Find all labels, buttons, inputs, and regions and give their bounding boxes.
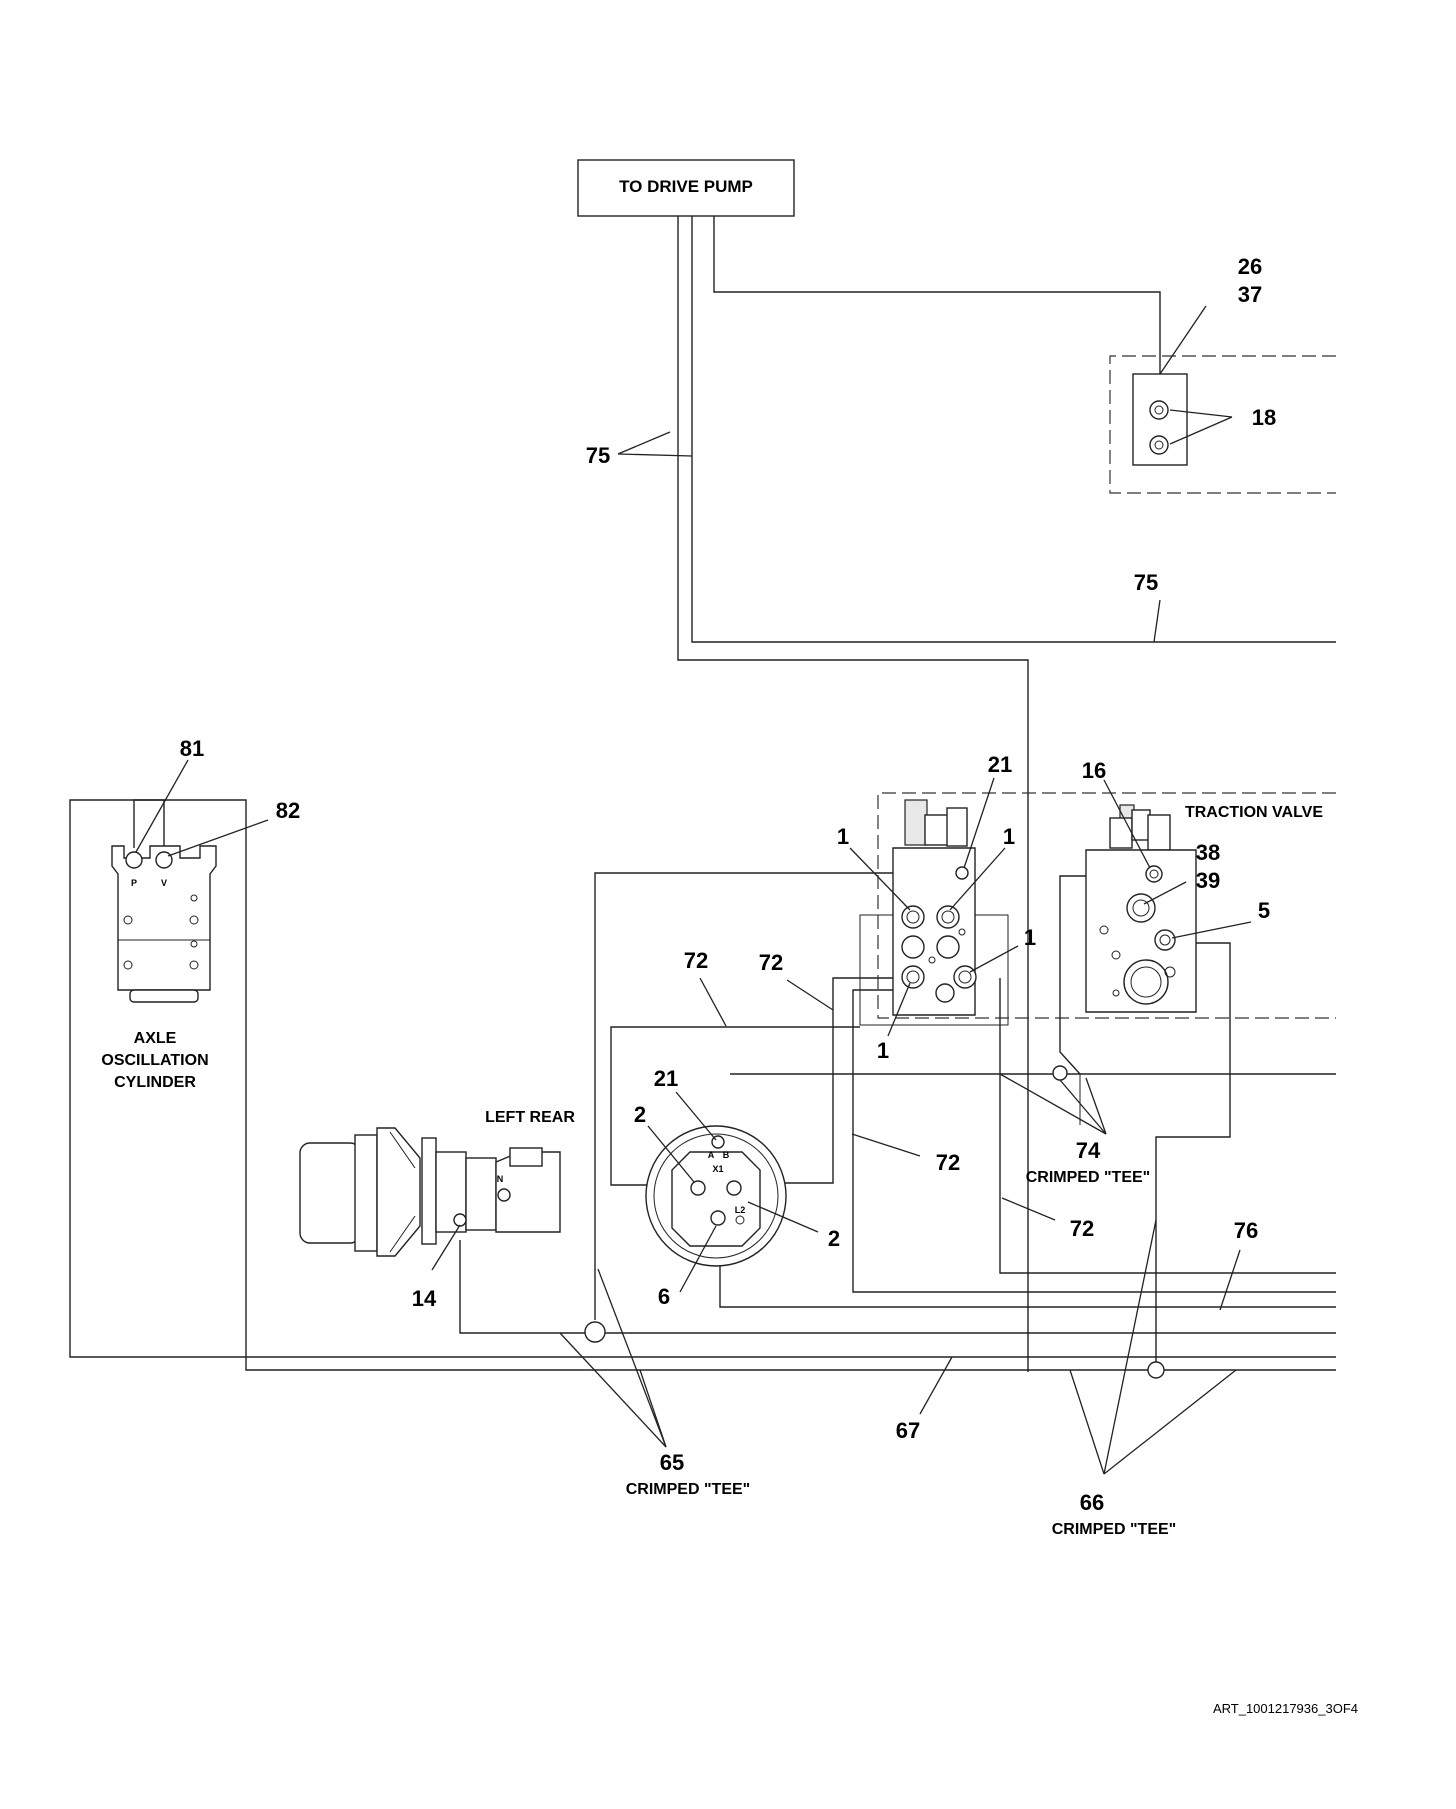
port-fitting	[1149, 435, 1169, 455]
port-b-label: B	[723, 1150, 730, 1160]
callout-37: 37	[1238, 282, 1262, 307]
callout-72-d: 72	[1070, 1216, 1094, 1241]
callout-6: 6	[658, 1284, 670, 1309]
drive-pump-label: TO DRIVE PUMP	[619, 177, 753, 196]
callout-2-left: 2	[634, 1102, 646, 1127]
traction-valve-enclosure	[877, 792, 1336, 1019]
callout-1-bottom: 1	[877, 1038, 889, 1063]
port-l2-label: L2	[735, 1205, 746, 1215]
crimped-tee-66-label: CRIMPED "TEE"	[1052, 1521, 1177, 1538]
traction-valve-block: TRACTION VALVE	[1085, 804, 1323, 1013]
callout-1-topleft: 1	[837, 824, 849, 849]
callout-72-b: 72	[759, 950, 783, 975]
callout-72-c: 72	[936, 1150, 960, 1175]
callout-75-right: 75	[1134, 570, 1158, 595]
callouts: 26 37 18 75 75 81 82 21 16 1 1 1 1 38 39…	[180, 254, 1276, 1538]
callout-14: 14	[412, 1286, 437, 1311]
callout-74: 74	[1076, 1138, 1101, 1163]
axle-label-line3: CYLINDER	[114, 1074, 196, 1091]
callout-1-topright: 1	[1003, 824, 1015, 849]
callout-76: 76	[1234, 1218, 1258, 1243]
port-n-label: N	[497, 1174, 504, 1184]
crimped-tee-66	[1147, 1361, 1165, 1379]
callout-21-motor: 21	[654, 1066, 678, 1091]
crimped-tee-74	[1052, 1065, 1068, 1081]
art-number: ART_1001217936_3OF4	[1213, 1701, 1358, 1716]
callout-26: 26	[1238, 254, 1262, 279]
left-rear-motor: N LEFT REAR	[299, 1109, 575, 1257]
port-x1-label: X1	[712, 1164, 723, 1174]
callout-39: 39	[1196, 868, 1220, 893]
callout-66: 66	[1080, 1490, 1104, 1515]
callout-82: 82	[276, 798, 300, 823]
callout-1-right: 1	[1024, 925, 1036, 950]
hose-routing	[245, 872, 1336, 1371]
callout-65: 65	[660, 1450, 684, 1475]
hose-75-lines	[677, 216, 1336, 1372]
callout-75-left: 75	[586, 443, 610, 468]
callout-2-right: 2	[828, 1226, 840, 1251]
port-a-label: A	[708, 1150, 715, 1160]
center-motor: A B X1 L2	[645, 1125, 787, 1267]
axle-oscillation-cylinder: P V AXLE OSCILLATION CYLINDER	[69, 799, 1336, 1358]
callout-18: 18	[1252, 405, 1276, 430]
axle-label-line1: AXLE	[134, 1030, 177, 1047]
left-rear-label: LEFT REAR	[485, 1109, 575, 1126]
crimped-tee-74-label: CRIMPED "TEE"	[1026, 1169, 1151, 1186]
callout-81: 81	[180, 736, 204, 761]
port-fitting	[1149, 400, 1169, 420]
axle-label-line2: OSCILLATION	[101, 1052, 208, 1069]
callout-67: 67	[896, 1418, 920, 1443]
leader-lines	[135, 305, 1252, 1475]
port-v-label: V	[161, 878, 167, 888]
crimped-tee-65	[584, 1321, 606, 1343]
traction-valve-label: TRACTION VALVE	[1185, 804, 1323, 821]
callout-72-a: 72	[684, 948, 708, 973]
callout-38: 38	[1196, 840, 1220, 865]
left-valve-block	[859, 799, 1009, 1026]
port-p-label: P	[131, 878, 137, 888]
upper-right-valve-group	[1109, 355, 1336, 494]
callout-16: 16	[1082, 758, 1106, 783]
drive-pump-box: TO DRIVE PUMP	[577, 159, 795, 217]
callout-5: 5	[1258, 898, 1270, 923]
crimped-tee-65-label: CRIMPED "TEE"	[626, 1481, 751, 1498]
callout-21-valve: 21	[988, 752, 1012, 777]
